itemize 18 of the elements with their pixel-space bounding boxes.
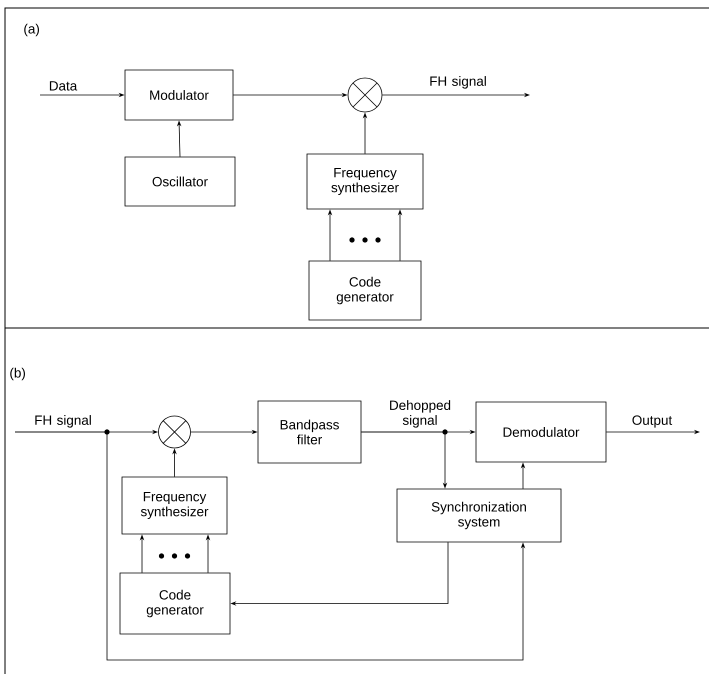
edge-label: FH signal (35, 415, 91, 428)
block-box: Synchronization system (396, 488, 562, 542)
edge-label: Data (50, 81, 78, 91)
mixer-symbol (158, 416, 191, 448)
block-box: Frequency synthesizer (306, 154, 424, 210)
panel-label: (b) (10, 368, 25, 380)
block-box: Code generator (308, 260, 422, 320)
block-box: Bandpass filter (258, 400, 362, 464)
panel-label: (a) (24, 24, 39, 36)
edge-label: Dehopped signal (390, 400, 450, 428)
edge-label: Output (632, 415, 672, 428)
block-box: Demodulator (476, 402, 606, 462)
block-box: Modulator (124, 70, 234, 120)
block-box: Frequency synthesizer (122, 476, 228, 534)
block-box: Code generator (120, 572, 230, 634)
block-box: Oscillator (124, 156, 236, 206)
mixer-symbol (348, 78, 382, 112)
edge-label: FH signal (430, 76, 486, 89)
